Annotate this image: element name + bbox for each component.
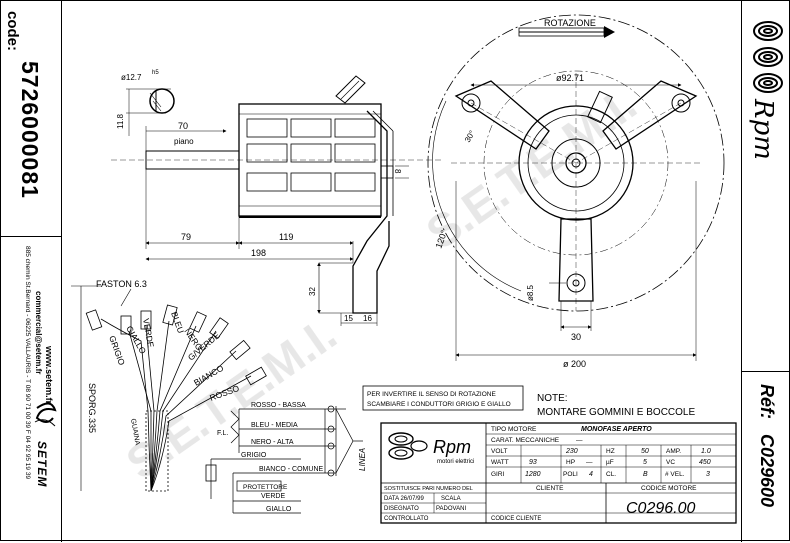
tb-carat-value: — xyxy=(576,437,583,444)
fl-label: F.L. xyxy=(217,430,228,437)
guaina-label: GUAINA xyxy=(129,418,141,446)
shaft-end-view: ø12.7 h5 11.8 xyxy=(116,70,175,136)
sch-protettore: PROTETTORE xyxy=(243,484,288,491)
tb-volt-value: 230 xyxy=(565,448,578,455)
piano-label: piano xyxy=(174,137,194,146)
sch-grigio: GRIGIO xyxy=(241,452,267,459)
linea-label: LINEA xyxy=(358,448,367,471)
tb-hz-label: HZ xyxy=(606,448,615,455)
code-box: code: 5726000081 xyxy=(1,1,61,237)
sporg-label: SPORG.335 xyxy=(87,383,97,433)
tol-label: h5 xyxy=(152,70,159,76)
tb-codice-cliente: CODICE CLIENTE xyxy=(491,516,541,522)
pcd-label: ø92.71 xyxy=(556,73,584,83)
sch-bleu: BLEU - MEDIA xyxy=(251,422,298,429)
shaft-dia-label: ø12.7 xyxy=(121,73,142,82)
tb-uf-label: µF xyxy=(606,459,614,466)
tb-disegnato-label: DISEGNATO xyxy=(384,506,419,512)
wiring-schematic: ROSSO - BASSA BLEU - MEDIA NERO - ALTA G… xyxy=(205,402,367,514)
invert-text-2: SCAMBIARE I CONDUTTORI GRIGIO E GIALLO xyxy=(367,401,511,408)
tb-tipo-value: MONOFASE APERTO xyxy=(581,426,652,433)
right-info-panel: Rpm xyxy=(741,1,790,542)
tb-vc-label: VC xyxy=(666,459,675,466)
angle-30-label: 30° xyxy=(463,129,477,144)
length-70-label: 70 xyxy=(178,121,188,131)
sch-verde: VERDE xyxy=(261,493,285,500)
flat-label: 11.8 xyxy=(116,113,125,129)
tb-amp-label: AMP. xyxy=(666,448,681,455)
note-text: MONTARE GOMMINI E BOCCOLE xyxy=(537,407,695,418)
ref-box: Réf: C029600 xyxy=(741,371,790,543)
tb-data: DATA 26/07/99 xyxy=(384,496,424,502)
tb-brand-sub: motori elettrici xyxy=(437,459,474,465)
tb-sostituisce: SOSTITUISCE PARI NUMERO DEL xyxy=(384,486,473,492)
rotation-indicator: ROTAZIONE xyxy=(518,18,615,38)
faston-label: FASTON 6.3 xyxy=(96,279,147,289)
dim-200-label: ø 200 xyxy=(563,359,586,369)
tb-amp-value: 1.0 xyxy=(701,448,711,455)
dim-79-label: 79 xyxy=(181,232,191,242)
sch-rosso: ROSSO - BASSA xyxy=(251,402,306,409)
tb-hz-value: 50 xyxy=(641,448,649,455)
tb-scala: SCALA xyxy=(441,496,461,502)
dim-119-label: 119 xyxy=(279,232,293,242)
sch-nero: NERO - ALTA xyxy=(251,439,294,446)
tb-disegnato-value: PADOVANI xyxy=(436,506,466,512)
tb-poli-value: 4 xyxy=(589,471,593,478)
wire-grigio: GRIGIO xyxy=(107,334,127,367)
watermark-2: S.E.T.E.M.I. xyxy=(417,77,646,259)
title-block: Rpm motori elettrici TIPO MOTORE MONOFAS… xyxy=(380,422,737,524)
tb-watt-value: 93 xyxy=(529,459,537,466)
tb-watt-label: WATT xyxy=(491,459,509,466)
tb-giri-label: GIRI xyxy=(491,471,505,478)
hole-label: ø8.5 xyxy=(526,284,535,301)
tb-hp-label: HP xyxy=(566,459,575,466)
tb-vel-value: 3 xyxy=(706,471,710,478)
dim-15-label: 15 xyxy=(344,314,353,323)
tb-cl-label: CL. xyxy=(606,471,616,478)
sch-bianco: BIANCO - COMUNE xyxy=(259,466,324,473)
dim-30-label: 30 xyxy=(571,332,581,342)
tb-carat-label: CARAT. MECCANICHE xyxy=(491,437,560,444)
sch-giallo: GIALLO xyxy=(266,506,292,513)
dim-32-label: 32 xyxy=(308,287,317,296)
notes: PER INVERTIRE IL SENSO DI ROTAZIONE SCAM… xyxy=(362,385,695,418)
left-info-panel: code: 5726000081 www.setem.fr commercial… xyxy=(1,1,62,542)
tb-poli-label: POLI xyxy=(563,471,578,478)
setem-logo: SETEM xyxy=(31,396,59,516)
tb-tipo-label: TIPO MOTORE xyxy=(491,426,537,433)
rotation-label: ROTAZIONE xyxy=(544,18,596,28)
motor-side-view: 70 piano xyxy=(111,75,441,326)
tb-volt-label: VOLT xyxy=(491,448,508,455)
dim-198-label: 198 xyxy=(251,248,266,258)
tb-hp-value: — xyxy=(586,459,593,466)
tb-vel-label: # VEL. xyxy=(665,471,685,478)
tb-uf-value: 5 xyxy=(643,459,647,466)
tb-codice-motore-value: C0296.00 xyxy=(626,500,695,517)
tb-cl-value: B xyxy=(643,471,648,478)
tb-controllato: CONTROLLATO xyxy=(384,516,429,522)
dim-8-label: 8 xyxy=(393,169,402,174)
rpm-logo xyxy=(750,19,786,99)
invert-text-1: PER INVERTIRE IL SENSO DI ROTAZIONE xyxy=(367,391,496,398)
tb-brand: Rpm xyxy=(433,437,471,457)
tb-cliente-label: CLIENTE xyxy=(536,485,564,492)
note-title: NOTE: xyxy=(537,393,568,404)
tb-giri-value: 1280 xyxy=(525,471,541,478)
tb-vc-value: 450 xyxy=(699,459,711,466)
dim-16-label: 16 xyxy=(363,314,372,323)
tb-codice-motore-label: CODICE MOTORE xyxy=(641,485,697,492)
